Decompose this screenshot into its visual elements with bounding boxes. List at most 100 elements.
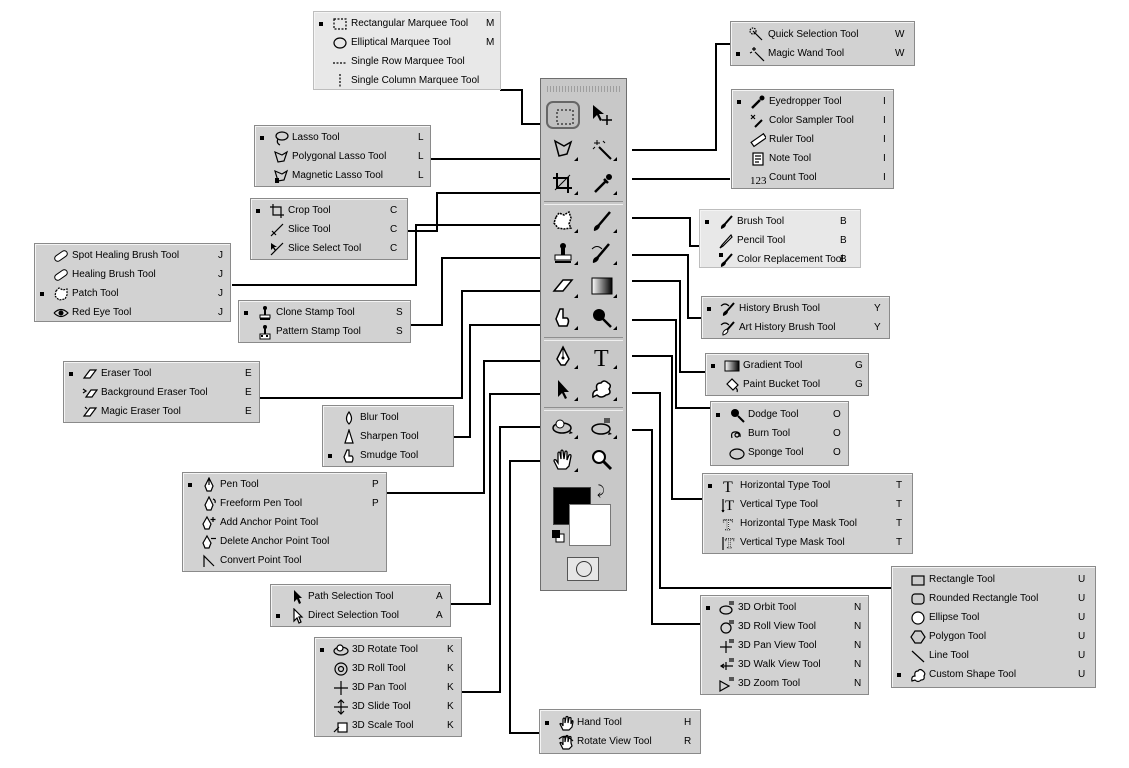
- flyout-item[interactable]: Blur Tool: [323, 408, 453, 427]
- bg-eraser-icon: [82, 385, 98, 401]
- hand-tool-button[interactable]: [546, 446, 580, 474]
- clone-stamp-tool-button[interactable]: [546, 239, 580, 267]
- flyout-item[interactable]: Convert Point Tool: [183, 551, 386, 570]
- lasso-tool-button[interactable]: [546, 135, 580, 163]
- flyout-item[interactable]: Delete Anchor Point Tool: [183, 532, 386, 551]
- crop-tool-button[interactable]: [546, 169, 580, 197]
- toolbox-grip[interactable]: [547, 86, 620, 92]
- bandage-icon: [53, 267, 69, 283]
- background-color-swatch[interactable]: [569, 504, 611, 546]
- move-tool-button[interactable]: [585, 101, 619, 129]
- brush-tool-button[interactable]: [585, 207, 619, 235]
- swap-colors-icon[interactable]: ⤸: [597, 483, 605, 498]
- direct-selection-tool-button[interactable]: [546, 375, 580, 403]
- magic-wand-tool-button[interactable]: [585, 135, 619, 163]
- 3d-rotate-tool-button[interactable]: [546, 413, 580, 441]
- flyout-item[interactable]: Single Column Marquee Tool: [314, 71, 500, 90]
- gradient-tool-button[interactable]: [585, 272, 619, 300]
- dodge-tool-button[interactable]: [585, 304, 619, 332]
- patch-tool-button[interactable]: [546, 207, 580, 235]
- zoom-tool-button[interactable]: [585, 446, 619, 474]
- flyout-item[interactable]: Sharpen Tool: [323, 427, 453, 446]
- quick-mask-button[interactable]: [567, 557, 599, 581]
- smudge-tool-button[interactable]: [546, 304, 580, 332]
- flyout-item[interactable]: Add Anchor Point Tool: [183, 513, 386, 532]
- history-brush-tool-button[interactable]: [585, 239, 619, 267]
- shortcut-key: M: [486, 18, 495, 29]
- eraser-tool-button[interactable]: [546, 272, 580, 300]
- rect-marquee-tool-button[interactable]: [546, 101, 580, 129]
- 3d-orbit-tool-button[interactable]: [585, 413, 619, 441]
- flyout-item[interactable]: Smudge Tool: [323, 446, 453, 465]
- pen-tool-button[interactable]: [546, 343, 580, 371]
- type-tool-button[interactable]: T: [585, 343, 619, 371]
- flyout-item[interactable]: Single Row Marquee Tool: [314, 52, 500, 71]
- active-tool-bullet: [736, 52, 740, 56]
- custom-shape-tool-button[interactable]: [585, 375, 619, 403]
- default-colors-icon[interactable]: [551, 529, 565, 543]
- eyedropper-tool-button[interactable]: [585, 169, 619, 197]
